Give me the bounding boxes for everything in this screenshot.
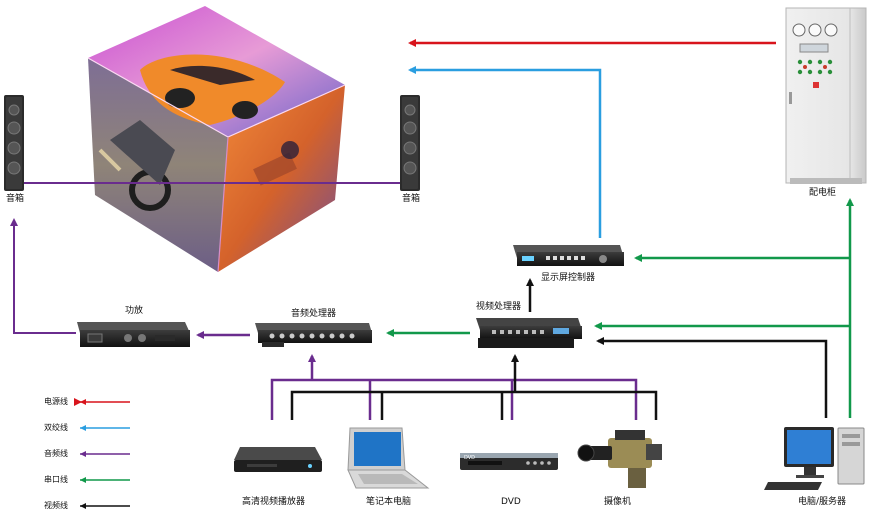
laptop-device — [347, 427, 430, 489]
led-cube-display — [87, 6, 346, 273]
pc-label: 电脑/服务器 — [798, 497, 847, 507]
legend-label-power: 电源线 — [44, 397, 68, 406]
pc-server-device — [764, 427, 865, 490]
amplifier-device — [77, 322, 190, 347]
legend — [74, 398, 130, 509]
dvd-label: DVD — [501, 497, 521, 507]
video-camera-device — [577, 430, 662, 488]
dvd-device-brand: DVD — [464, 455, 476, 461]
amplifier-label: 功放 — [125, 306, 144, 316]
video-processor-device — [476, 318, 582, 348]
bluray-player-device — [234, 447, 322, 472]
legend-label-serial: 串口线 — [44, 475, 68, 484]
camera-label: 摄像机 — [604, 497, 632, 507]
speaker-right-label: 音箱 — [402, 194, 421, 204]
amp-to-speaker-line — [10, 218, 76, 334]
audio-input-bus — [270, 378, 638, 420]
speaker-left-label: 音箱 — [6, 194, 25, 204]
laptop-label: 笔记本电脑 — [366, 497, 412, 507]
audio-processor-device — [255, 323, 372, 347]
cabinet-label: 配电柜 — [809, 188, 837, 198]
distribution-cabinet — [785, 7, 867, 184]
audio-processor-label: 音频处理器 — [291, 309, 337, 319]
legend-label-video: 视频线 — [44, 501, 68, 510]
led-controller-label: 显示屏控制器 — [541, 273, 596, 283]
pc-video-line — [596, 337, 828, 418]
bluray-label: 高清视频播放器 — [242, 497, 306, 507]
video-processor-label: 视频处理器 — [476, 302, 522, 312]
video-input-bus — [290, 390, 658, 420]
legend-label-audio: 音频线 — [44, 449, 68, 458]
legend-label-twisted-pair: 双绞线 — [44, 423, 68, 432]
speaker-left — [4, 95, 24, 191]
cube-right-face — [218, 85, 345, 272]
led-controller-device — [513, 245, 624, 266]
dvd-device — [460, 453, 558, 470]
speaker-right — [400, 95, 420, 191]
twisted-pair-line — [408, 66, 602, 238]
